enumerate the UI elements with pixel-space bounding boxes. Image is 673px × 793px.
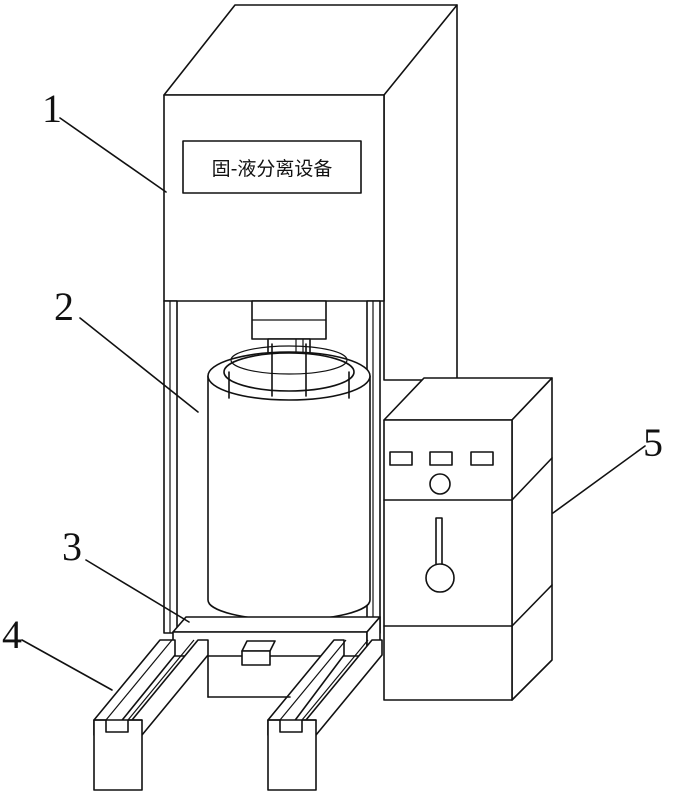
lever-handle bbox=[435, 517, 443, 569]
base-rail-right bbox=[267, 639, 383, 791]
nameplate-text: 固-液分离设备 bbox=[212, 158, 333, 180]
head-unit: 固-液分离设备 bbox=[163, 94, 385, 302]
control-knob bbox=[429, 473, 451, 495]
callout-1: 1 bbox=[42, 86, 62, 131]
indicator-light-2 bbox=[429, 451, 453, 466]
callout-4: 4 bbox=[2, 612, 22, 657]
indicator-light-1 bbox=[389, 451, 413, 466]
separation-drum bbox=[207, 343, 371, 621]
callout-2: 2 bbox=[54, 284, 74, 329]
indicator-light-3 bbox=[470, 451, 494, 466]
base-crossbar bbox=[207, 655, 291, 698]
leader-lines bbox=[21, 117, 646, 691]
control-cabinet bbox=[383, 377, 553, 701]
base-rail-left bbox=[93, 639, 209, 791]
nameplate-frame bbox=[182, 140, 362, 194]
lever-knob bbox=[425, 563, 455, 593]
callout-5: 5 bbox=[643, 420, 663, 465]
callout-3: 3 bbox=[62, 524, 82, 569]
